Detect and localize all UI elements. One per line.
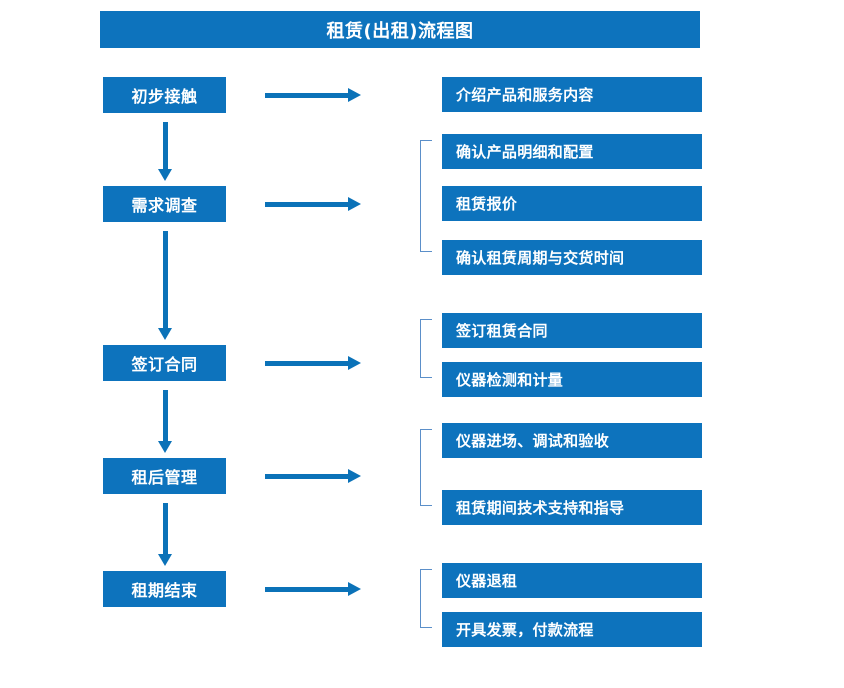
arrow-head [348,88,361,102]
detail-box-4-1[interactable]: 仪器进场、调试和验收 [442,423,702,458]
arrow-head [348,197,361,211]
detail-box-4-2[interactable]: 租赁期间技术支持和指导 [442,490,702,525]
detail-box-1-1[interactable]: 介绍产品和服务内容 [442,77,702,112]
arrow-head [158,554,172,566]
arrow-shaft [265,202,349,207]
flow-arrow-right-3 [265,356,361,370]
bracket-connector-4 [420,429,432,506]
arrow-head [348,582,361,596]
stage-box-5[interactable]: 租期结束 [103,571,226,607]
flow-arrow-down-2 [158,231,172,340]
stage-box-3[interactable]: 签订合同 [103,345,226,381]
arrow-shaft [163,122,168,170]
flow-arrow-right-2 [265,197,361,211]
flow-arrow-right-4 [265,469,361,483]
arrow-head [348,469,361,483]
arrow-shaft [163,231,168,329]
flow-arrow-down-1 [158,122,172,181]
chart-title: 租赁(出租)流程图 [100,11,700,48]
flow-arrow-down-4 [158,503,172,566]
arrow-shaft [163,503,168,555]
arrow-head [348,356,361,370]
arrow-head [158,169,172,181]
detail-box-2-2[interactable]: 租赁报价 [442,186,702,221]
detail-box-3-2[interactable]: 仪器检测和计量 [442,362,702,397]
detail-box-2-1[interactable]: 确认产品明细和配置 [442,134,702,169]
bracket-connector-5 [420,569,432,628]
bracket-connector-3 [420,319,432,378]
arrow-shaft [265,587,349,592]
stage-box-2[interactable]: 需求调查 [103,186,226,222]
arrow-shaft [163,390,168,442]
flow-arrow-down-3 [158,390,172,453]
arrow-head [158,328,172,340]
arrow-head [158,441,172,453]
detail-box-3-1[interactable]: 签订租赁合同 [442,313,702,348]
flow-arrow-right-5 [265,582,361,596]
detail-box-5-1[interactable]: 仪器退租 [442,563,702,598]
stage-box-1[interactable]: 初步接触 [103,77,226,113]
bracket-connector-2 [420,140,432,252]
arrow-shaft [265,474,349,479]
arrow-shaft [265,361,349,366]
detail-box-2-3[interactable]: 确认租赁周期与交货时间 [442,240,702,275]
detail-box-5-2[interactable]: 开具发票，付款流程 [442,612,702,647]
flow-arrow-right-1 [265,88,361,102]
arrow-shaft [265,93,349,98]
stage-box-4[interactable]: 租后管理 [103,458,226,494]
